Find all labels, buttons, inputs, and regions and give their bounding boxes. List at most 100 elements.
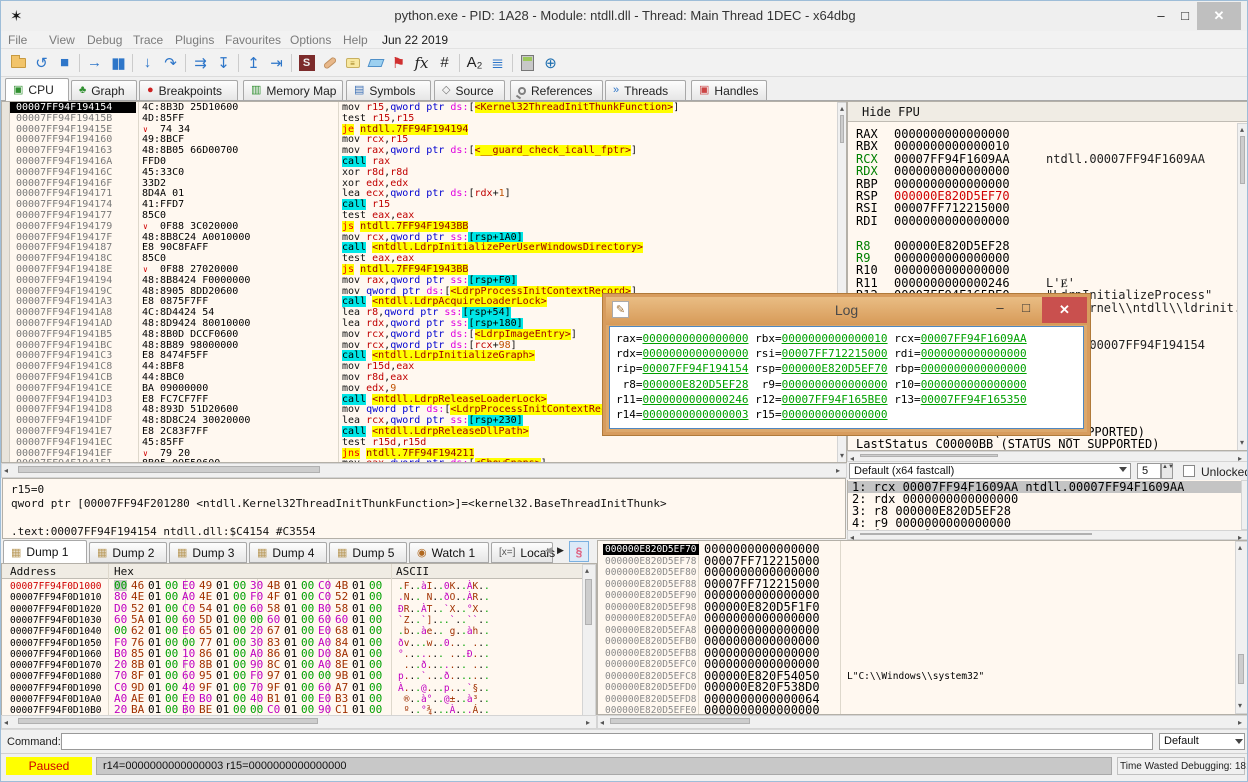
- patches-icon[interactable]: [318, 51, 341, 74]
- disasm-row[interactable]: 00007FF94F1941F18B05 09E50600mov eax,dwo…: [2, 458, 837, 462]
- log-register-value[interactable]: 000000E820D5EF28: [642, 377, 749, 391]
- scroll-left-icon[interactable]: ◂: [4, 466, 9, 475]
- stepper-arrows-icon[interactable]: ▲▼: [1161, 463, 1174, 479]
- menu-trace[interactable]: Trace: [133, 33, 164, 47]
- log-register-value[interactable]: 0000000000000000: [642, 347, 749, 361]
- execute-till-return-icon[interactable]: ↥: [247, 54, 260, 72]
- tab-scroll-left-icon[interactable]: ◀: [545, 545, 552, 555]
- column-header-hex[interactable]: Hex: [114, 565, 134, 578]
- argument-row[interactable]: 4: r9 0000000000000000: [848, 517, 1247, 529]
- scroll-thumb[interactable]: [840, 115, 844, 143]
- dump-tab-dump-2[interactable]: ▦Dump 2: [89, 542, 167, 563]
- log-register-value[interactable]: 0000000000000000: [781, 377, 888, 391]
- tab-threads[interactable]: »Threads: [605, 80, 686, 100]
- scroll-down-icon[interactable]: ▾: [1238, 701, 1243, 710]
- run-to-user-code-icon[interactable]: ⇥: [270, 54, 283, 72]
- tab-symbols[interactable]: ▤Symbols: [346, 80, 431, 100]
- log-register-value[interactable]: 0000000000000000: [920, 362, 1027, 376]
- tab-source[interactable]: ◇Source: [434, 80, 505, 100]
- log-register-value[interactable]: 00007FF94F1609AA: [920, 332, 1027, 345]
- stack-vscrollbar[interactable]: ▴▾: [1235, 541, 1247, 714]
- font-icon[interactable]: A₂: [466, 54, 483, 71]
- tab-handles[interactable]: ▣Handles: [691, 80, 767, 100]
- calling-convention-select[interactable]: Default (x64 fastcall): [849, 463, 1131, 479]
- tab-cpu[interactable]: ▣CPU: [5, 78, 69, 101]
- function-icon[interactable]: fx: [414, 53, 429, 72]
- stop-icon[interactable]: ■: [59, 54, 70, 71]
- registers-vscrollbar[interactable]: ▴▾: [1237, 123, 1247, 450]
- log-register-value[interactable]: 0000000000000000: [920, 377, 1027, 391]
- menu-help[interactable]: Help: [343, 33, 368, 47]
- tab-breakpoints[interactable]: ●Breakpoints: [139, 80, 238, 100]
- donate-icon[interactable]: ⊕: [544, 54, 557, 72]
- scroll-left-icon[interactable]: ◂: [4, 718, 9, 727]
- preferences-icon[interactable]: ≣: [491, 54, 504, 72]
- labels-icon[interactable]: [364, 51, 387, 74]
- log-register-value[interactable]: 00007FF712215000: [781, 347, 888, 361]
- restart-icon[interactable]: ↺: [35, 54, 48, 72]
- dump-tab-dump-3[interactable]: ▦Dump 3: [169, 542, 247, 563]
- minimize-button[interactable]: –: [1157, 8, 1165, 23]
- hide-fpu-button[interactable]: Hide FPU: [848, 102, 1247, 122]
- scroll-right-icon[interactable]: ▸: [1238, 454, 1243, 463]
- menu-file[interactable]: File: [8, 33, 28, 47]
- arg-count-stepper[interactable]: 5: [1137, 463, 1161, 479]
- scroll-thumb[interactable]: [18, 718, 318, 724]
- argument-row[interactable]: 1: rcx 00007FF94F1609AA ntdll.00007FF94F…: [848, 481, 1247, 493]
- open-file-icon[interactable]: [7, 51, 30, 74]
- hash-icon[interactable]: #: [440, 54, 449, 71]
- maximize-button[interactable]: □: [1181, 8, 1189, 23]
- run-to-cursor-icon[interactable]: ⇉: [194, 54, 207, 72]
- tab-references[interactable]: References: [510, 80, 603, 100]
- tab-scroll-right-icon[interactable]: ▶: [557, 545, 564, 555]
- comments-icon[interactable]: ≡: [341, 51, 364, 74]
- argument-row[interactable]: 3: r8 000000E820D5EF28: [848, 505, 1247, 517]
- log-register-value[interactable]: 0000000000000000: [781, 408, 888, 421]
- log-minimize-button[interactable]: –: [996, 300, 1004, 315]
- scroll-thumb[interactable]: [1240, 136, 1245, 184]
- struct-tab-button[interactable]: §: [569, 541, 589, 562]
- scroll-up-icon[interactable]: ▴: [585, 566, 590, 575]
- log-titlebar[interactable]: ✎ Log – □ ✕: [606, 297, 1087, 325]
- run-icon[interactable]: →: [87, 54, 102, 71]
- log-register-value[interactable]: 0000000000000000: [920, 347, 1027, 361]
- tab-graph[interactable]: ♣Graph: [71, 80, 137, 100]
